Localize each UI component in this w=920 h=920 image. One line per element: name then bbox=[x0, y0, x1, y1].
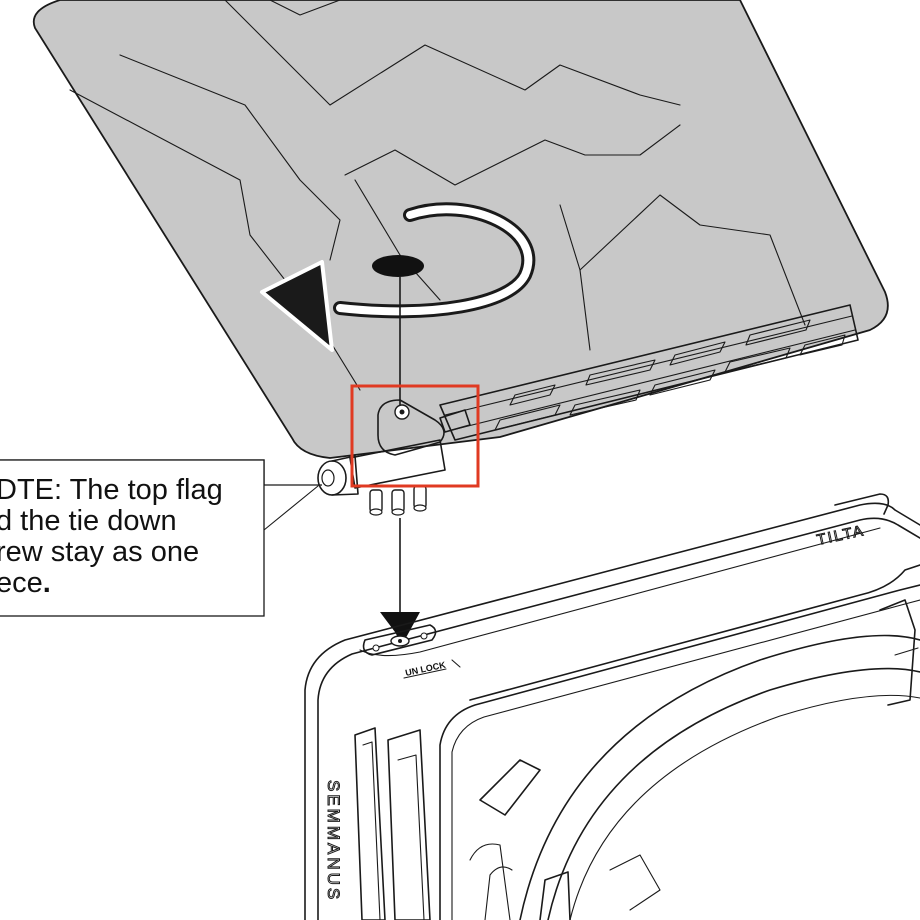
side-knob bbox=[317, 455, 359, 496]
note-line-2: d the tie down bbox=[0, 505, 177, 537]
note-line-4: ece bbox=[0, 567, 43, 599]
flag-panel bbox=[32, 0, 889, 459]
rail-slots bbox=[494, 319, 846, 431]
note-box bbox=[0, 459, 265, 617]
flag-facets bbox=[69, 0, 806, 391]
note-line-3: rew stay as one bbox=[0, 536, 199, 568]
note-line-1: DTE: The top flag bbox=[0, 474, 223, 506]
matte-box: UN LOCK TILTA SEMMANUS bbox=[304, 493, 920, 920]
side-grip bbox=[354, 727, 431, 920]
note-period: . bbox=[43, 567, 51, 599]
pivot-hole bbox=[372, 255, 424, 277]
highlight-box bbox=[350, 384, 480, 488]
down-arrow-icon bbox=[380, 518, 420, 645]
rotate-counterclockwise-arrow-icon bbox=[260, 202, 536, 352]
note-callout: DTE: The top flag d the tie down rew sta… bbox=[0, 459, 322, 617]
side-label: SEMMANUS bbox=[324, 780, 343, 902]
unlock-label: UN LOCK bbox=[404, 660, 447, 678]
note-line-4-wrap: ece. bbox=[0, 567, 51, 599]
top-flag bbox=[32, 0, 889, 459]
brand-logo: TILTA bbox=[815, 522, 866, 549]
bottom-screws bbox=[369, 485, 427, 516]
mounting-socket bbox=[362, 624, 437, 656]
pivot-axis bbox=[372, 255, 424, 412]
